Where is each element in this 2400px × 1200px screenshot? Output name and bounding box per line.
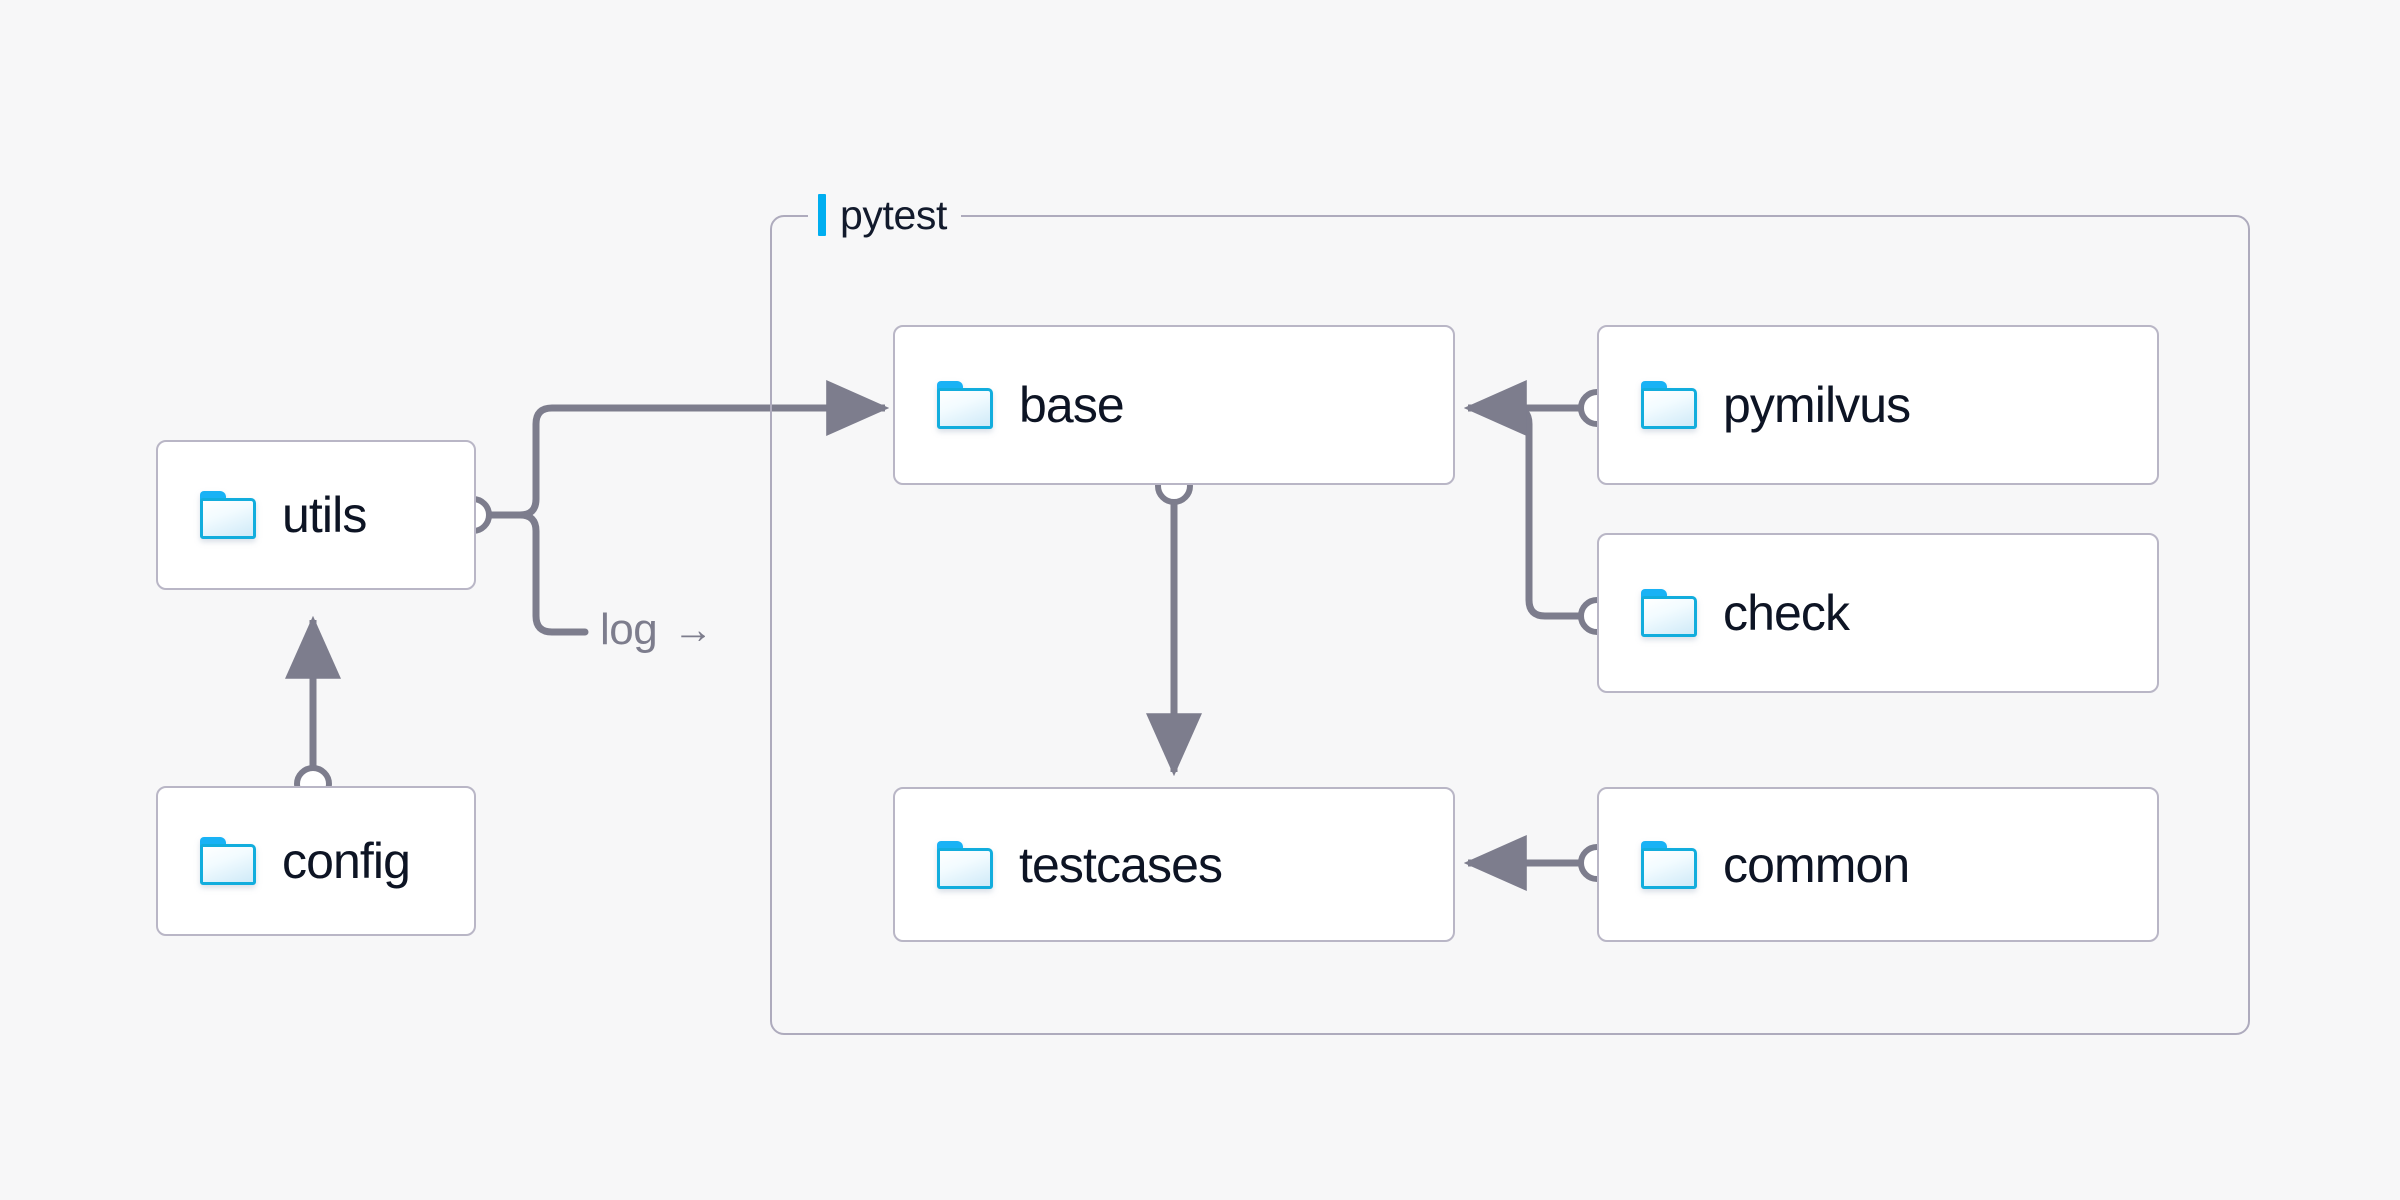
- folder-icon: [1641, 381, 1697, 429]
- edge-config-to-utils: [285, 615, 341, 803]
- node-label-base: base: [1019, 377, 1125, 433]
- folder-icon: [200, 837, 256, 885]
- node-testcases[interactable]: testcases: [893, 787, 1455, 942]
- node-label-common: common: [1723, 836, 1910, 893]
- node-utils[interactable]: utils: [156, 440, 476, 590]
- node-common[interactable]: common: [1597, 787, 2159, 942]
- folder-icon: [1641, 589, 1697, 637]
- folder-icon: [200, 491, 256, 539]
- folder-icon: [937, 840, 993, 889]
- arrow-right-icon: →: [673, 608, 713, 652]
- edge-label-log: log →: [600, 608, 713, 652]
- node-pymilvus[interactable]: pymilvus: [1597, 325, 2159, 485]
- accent-bar-icon: [818, 194, 826, 236]
- node-config[interactable]: config: [156, 786, 476, 936]
- node-label-testcases: testcases: [1019, 836, 1223, 893]
- node-label-check: check: [1723, 585, 1850, 641]
- edge-label-log-text: log: [600, 605, 658, 654]
- folder-icon: [1641, 840, 1697, 889]
- node-base[interactable]: base: [893, 325, 1455, 485]
- edge-utils-to-pytest-log: [483, 511, 589, 636]
- group-label-pytest: pytest: [808, 188, 961, 242]
- node-label-config: config: [282, 833, 411, 889]
- folder-icon: [937, 381, 993, 429]
- group-title: pytest: [840, 191, 947, 238]
- node-label-pymilvus: pymilvus: [1723, 377, 1911, 433]
- group-container-pytest[interactable]: [770, 215, 2250, 1035]
- node-label-utils: utils: [282, 487, 367, 543]
- node-check[interactable]: check: [1597, 533, 2159, 693]
